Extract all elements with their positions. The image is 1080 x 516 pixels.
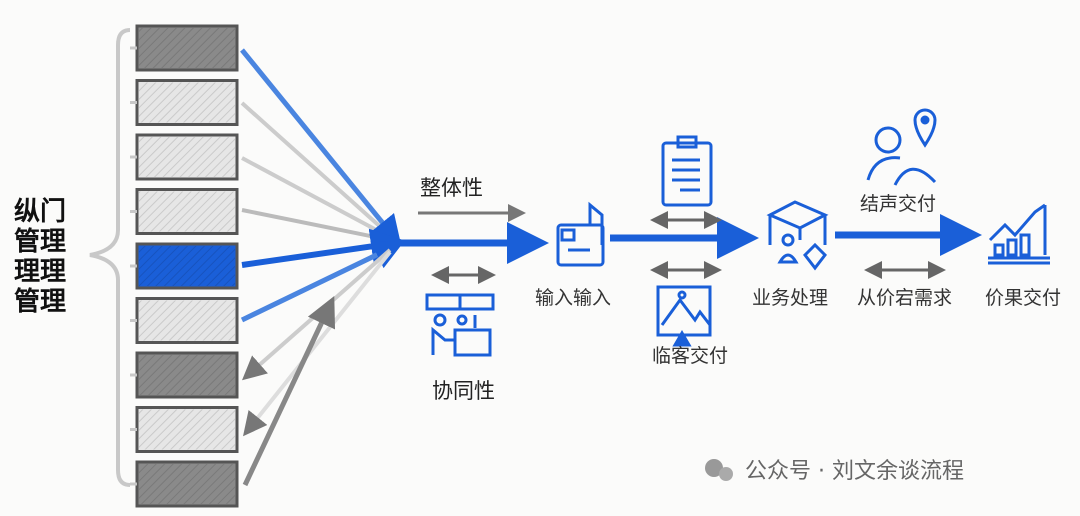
box-hatch — [139, 82, 235, 123]
image-icon — [656, 285, 712, 347]
label-result: 价果交付 — [985, 287, 1061, 309]
box-hatch — [139, 246, 235, 286]
title-line: 纵门 — [14, 197, 66, 227]
box-hatch — [139, 355, 235, 395]
title-line: 理理 — [14, 257, 66, 287]
growth-chart-icon — [988, 203, 1050, 265]
label-mid-delivery: 临客交付 — [652, 345, 728, 367]
box-hatch — [139, 464, 235, 504]
box-hatch — [139, 409, 235, 450]
box-hatch — [139, 137, 235, 177]
label-collaboration: 协同性 — [432, 379, 495, 403]
input-form-icon — [556, 201, 605, 267]
wechat-icon — [705, 459, 723, 477]
box-hatch — [139, 28, 235, 68]
label-integrity: 整体性 — [420, 176, 483, 200]
title-line: 管理 — [14, 287, 66, 317]
box-hatch — [139, 191, 235, 232]
person-location-icon — [866, 108, 937, 186]
box-stack — [130, 24, 239, 508]
title-line: 管理 — [14, 227, 66, 257]
watermark: 公众号 · 刘文余谈流程 — [705, 459, 964, 484]
left-title: 纵门 管理 理理 管理 — [14, 197, 66, 317]
main-flow — [395, 204, 982, 284]
clipboard-icon — [661, 135, 713, 207]
watermark-text: 公众号 · 刘文余谈流程 — [745, 459, 964, 484]
box-hatch — [139, 300, 235, 341]
label-input: 输入输入 — [535, 287, 611, 309]
label-demand: 从价宕需求 — [857, 287, 952, 309]
team-desk-icon — [425, 293, 495, 357]
label-business: 业务处理 — [752, 287, 828, 309]
cube-people-icon — [766, 200, 829, 271]
brace — [89, 28, 131, 487]
converging-lines — [240, 48, 407, 487]
label-top-delivery: 结声交付 — [860, 193, 936, 215]
